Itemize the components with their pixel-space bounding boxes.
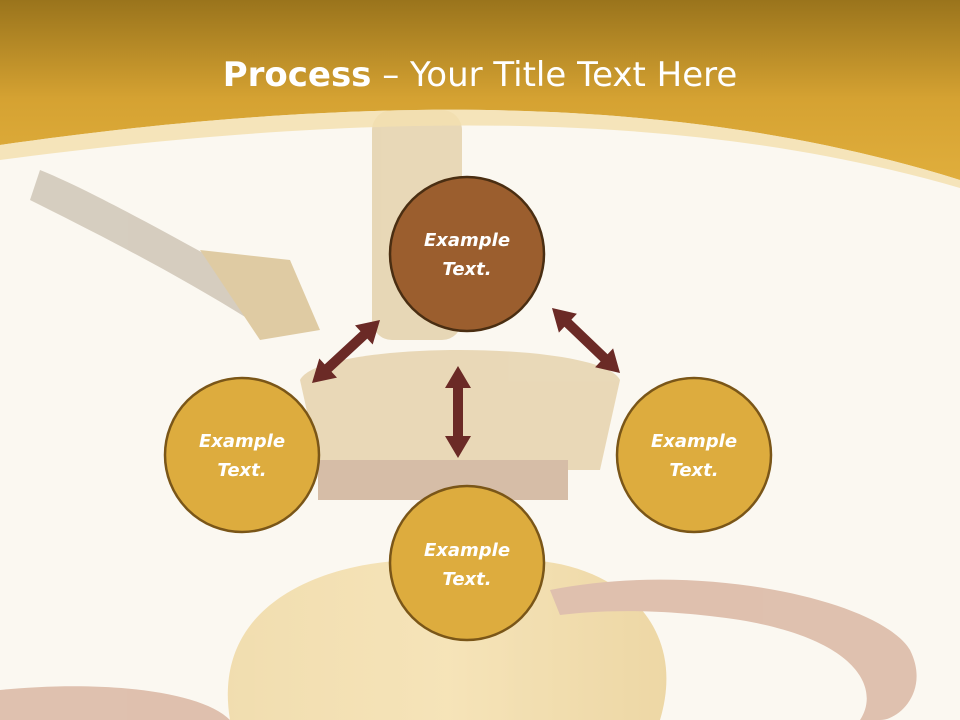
node-left-line2: Text. (217, 460, 267, 481)
node-top-line2: Text. (442, 259, 492, 280)
nodes-layer (163, 175, 773, 642)
title-bold: Process (222, 55, 372, 95)
header-band (0, 0, 960, 180)
node-right-text: Example Text. (619, 427, 769, 485)
node-top-line1: Example (423, 230, 511, 251)
arrow-top-to-right (552, 308, 620, 373)
slide-title: Process – Your Title Text Here (0, 52, 960, 98)
node-bottom-text: Example Text. (392, 536, 542, 594)
header-wave-highlight (0, 109, 960, 188)
node-bottom-line2: Text. (442, 569, 492, 590)
title-rest: – Your Title Text Here (371, 55, 738, 95)
node-right-line2: Text. (669, 460, 719, 481)
arrow-top-to-left (312, 320, 380, 383)
node-left-text: Example Text. (167, 427, 317, 485)
node-bottom-circle (388, 484, 546, 642)
node-bottom-line1: Example (423, 540, 511, 561)
node-top-circle (388, 175, 546, 333)
node-top-text: Example Text. (392, 226, 542, 284)
node-left-circle (163, 376, 321, 534)
arrows-layer (312, 308, 620, 458)
arrow-top-to-bottom (445, 366, 471, 458)
node-right-circle (615, 376, 773, 534)
node-left-line1: Example (198, 431, 286, 452)
node-right-line1: Example (650, 431, 738, 452)
